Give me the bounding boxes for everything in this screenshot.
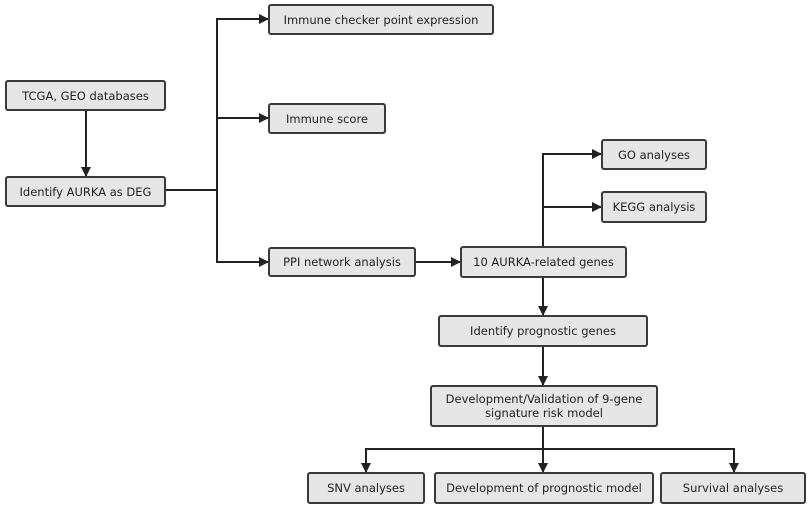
- arrow-related-genes-to-go: [542, 149, 602, 246]
- arrow-risk-model-to-survival: [543, 448, 739, 473]
- node-identify-prognostic-genes: Identify prognostic genes: [438, 315, 648, 347]
- node-immune-score: Immune score: [268, 103, 386, 134]
- node-tcga-geo-databases: TCGA, GEO databases: [5, 80, 166, 111]
- arrow-risk-model-to-snv: [361, 427, 544, 473]
- node-aurka-related-genes: 10 AURKA-related genes: [460, 246, 627, 278]
- node-immune-checkpoint-expression: Immune checker point expression: [268, 4, 494, 35]
- node-risk-model: Development/Validation of 9-gene signatu…: [430, 385, 658, 427]
- node-identify-aurka-deg: Identify AURKA as DEG: [5, 176, 166, 207]
- arrow-identify-aurka-to-checkpoint: [166, 14, 269, 191]
- node-snv-analyses: SNV analyses: [307, 472, 425, 504]
- node-go-analyses: GO analyses: [601, 139, 707, 170]
- node-ppi-network-analysis: PPI network analysis: [268, 247, 416, 277]
- node-survival-analyses: Survival analyses: [660, 472, 806, 504]
- node-development-prognostic-model: Development of prognostic model: [434, 472, 654, 504]
- node-kegg-analysis: KEGG analysis: [601, 191, 707, 223]
- arrow-identify-aurka-to-ppi: [216, 190, 269, 267]
